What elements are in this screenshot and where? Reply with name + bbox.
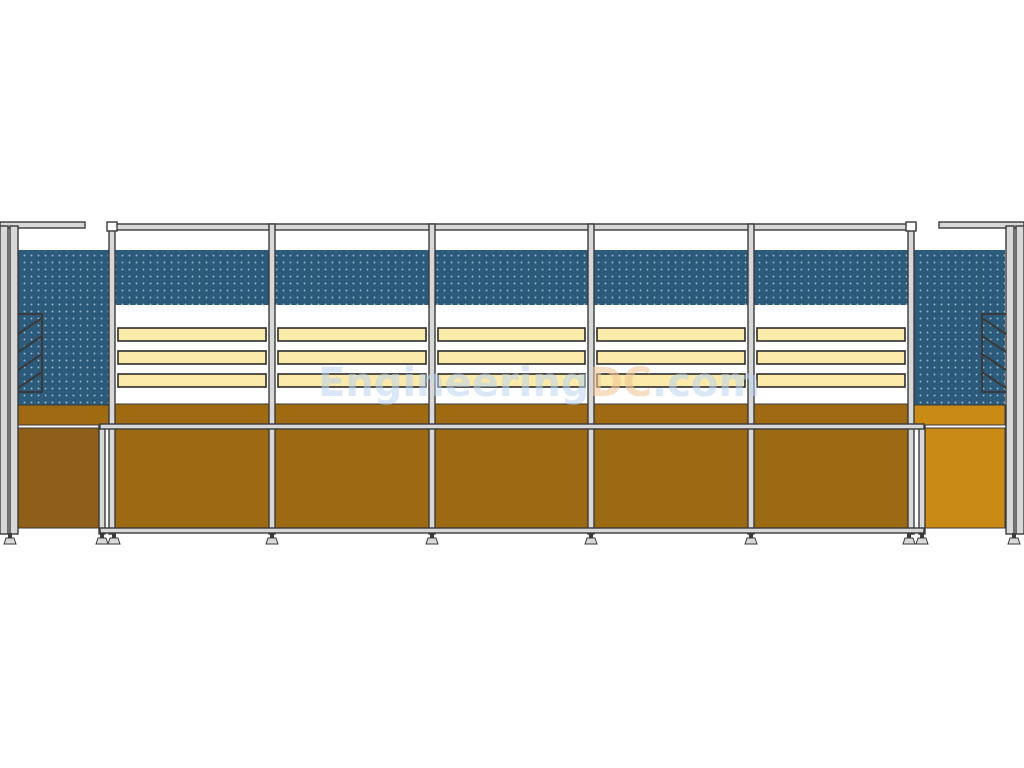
cabinet-panel xyxy=(750,427,912,529)
foot-stem xyxy=(1012,533,1016,538)
watermark-prefix: Engineering xyxy=(318,360,589,406)
shelf-board xyxy=(596,373,746,388)
lower-rail xyxy=(99,423,925,430)
shelf-board xyxy=(277,350,427,365)
foot-pad xyxy=(744,537,758,545)
foot-pad xyxy=(3,537,17,545)
cabinet-panel xyxy=(431,427,592,529)
watermark-accent: DC xyxy=(589,360,652,406)
side-post-front xyxy=(98,425,106,535)
shelf-board xyxy=(277,327,427,342)
top-rail xyxy=(107,223,917,231)
shelf-board xyxy=(117,373,267,388)
foot-stem xyxy=(589,533,593,538)
shelf-board xyxy=(756,327,906,342)
side-bracket xyxy=(981,313,1007,393)
cabinet-panel xyxy=(590,427,752,529)
shelf-board xyxy=(117,327,267,342)
shelf-board xyxy=(596,350,746,365)
side-cabinet xyxy=(920,427,1006,529)
side-post-outer xyxy=(1015,225,1024,535)
frame-post xyxy=(268,223,276,535)
shelf-board xyxy=(277,373,427,388)
side-post-inner xyxy=(1005,225,1015,535)
pegboard-panel xyxy=(112,250,911,305)
frame-post xyxy=(907,223,915,535)
foot-stem xyxy=(100,533,104,538)
side-pegboard xyxy=(18,250,110,405)
foot-pad xyxy=(1007,537,1021,545)
foot-pad xyxy=(425,537,439,545)
frame-post xyxy=(108,223,116,535)
cabinet-panel xyxy=(111,427,273,529)
corner-node xyxy=(106,221,118,232)
foot-stem xyxy=(112,533,116,538)
right-side-unit xyxy=(912,221,1024,535)
corner-node xyxy=(905,221,917,232)
foot-stem xyxy=(749,533,753,538)
side-bracket xyxy=(17,313,43,393)
side-worktop xyxy=(17,404,111,426)
shelf-board xyxy=(437,350,586,365)
side-post-inner xyxy=(9,225,19,535)
side-post-front xyxy=(918,425,926,535)
shelf-board xyxy=(437,373,586,388)
foot-pad xyxy=(584,537,598,545)
worktop xyxy=(111,403,912,425)
foot-stem xyxy=(270,533,274,538)
watermark-suffix: .com xyxy=(652,360,760,406)
foot-stem xyxy=(430,533,434,538)
main-bench-frame xyxy=(99,221,925,535)
foot-stem xyxy=(920,533,924,538)
leveling-feet xyxy=(3,533,1021,545)
foot-pad xyxy=(265,537,279,545)
side-top-rail xyxy=(938,221,1024,229)
foot-pad xyxy=(915,537,929,545)
foot-stem xyxy=(907,533,911,538)
cabinet-panel xyxy=(271,427,433,529)
shelf-board xyxy=(437,327,586,342)
foot-pad xyxy=(95,537,109,545)
side-top-rail xyxy=(0,221,86,229)
shelf-board xyxy=(756,350,906,365)
side-worktop xyxy=(912,404,1006,426)
shelf-board xyxy=(596,327,746,342)
watermark-text: EngineeringDC.com xyxy=(318,360,760,406)
side-pegboard xyxy=(913,250,1005,405)
foot-pad xyxy=(902,537,916,545)
shelf-board xyxy=(117,350,267,365)
left-side-unit xyxy=(0,221,111,535)
bottom-rail xyxy=(99,527,925,534)
foot-pad xyxy=(107,537,121,545)
shelf-board xyxy=(756,373,906,388)
foot-stem xyxy=(8,533,12,538)
side-post-outer xyxy=(0,225,9,535)
side-cabinet xyxy=(17,427,103,529)
